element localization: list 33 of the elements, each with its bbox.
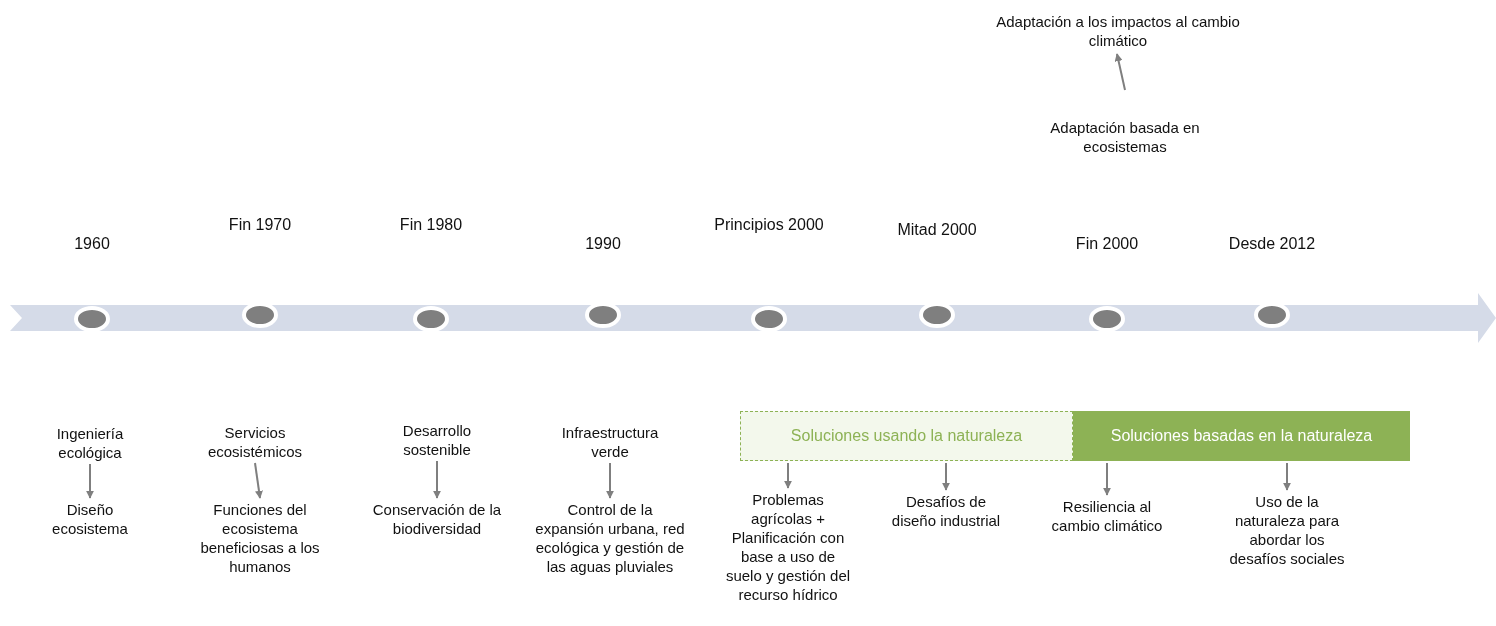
concept-label: Ingeniería ecológica [35, 424, 145, 462]
year-label: Mitad 2000 [896, 220, 978, 240]
concept-label: Problemas agrícolas + Planificación con base a uso de suelo y gestión del recurso hídrico [723, 490, 853, 604]
concept-label: Desarrollo sostenible [377, 421, 497, 459]
arrow [86, 463, 94, 499]
category-box: Soluciones usando la naturaleza [740, 411, 1073, 461]
year-label: 1960 [73, 234, 111, 254]
concept-label: Diseño ecosistema [35, 500, 145, 538]
year-label: 1990 [584, 234, 622, 254]
concept-label: Desafíos de diseño industrial [886, 492, 1006, 530]
arrow [1283, 462, 1291, 491]
concept-label: Uso de la naturaleza para abordar los desafíos sociales [1222, 492, 1352, 568]
concept-label: Infraestructura verde [545, 423, 675, 461]
arrow [784, 462, 792, 489]
year-label: Fin 1980 [398, 215, 464, 235]
arrow [606, 462, 614, 499]
category-box: Soluciones basadas en la naturaleza [1073, 411, 1410, 461]
concept-label: Resiliencia al cambio climático [1047, 497, 1167, 535]
concept-label: Control de la expansión urbana, red ecológica y gestión de las aguas pluviales [535, 500, 685, 576]
arrow [1114, 53, 1126, 91]
arrow [254, 462, 263, 499]
year-label: Fin 2000 [1074, 234, 1140, 254]
concept-label: Servicios ecosistémicos [190, 423, 320, 461]
year-label: Fin 1970 [227, 215, 293, 235]
arrow [433, 460, 441, 499]
concept-label: Adaptación a los impactos al cambio climático [988, 12, 1248, 50]
concept-label: Funciones del ecosistema beneficiosas a los humanos [190, 500, 330, 576]
concept-label: Adaptación basada en ecosistemas [1025, 118, 1225, 156]
arrow [942, 462, 950, 491]
concept-label: Conservación de la biodiversidad [367, 500, 507, 538]
arrow [1103, 462, 1111, 496]
year-label: Principios 2000 [713, 215, 825, 235]
year-label: Desde 2012 [1227, 234, 1317, 254]
